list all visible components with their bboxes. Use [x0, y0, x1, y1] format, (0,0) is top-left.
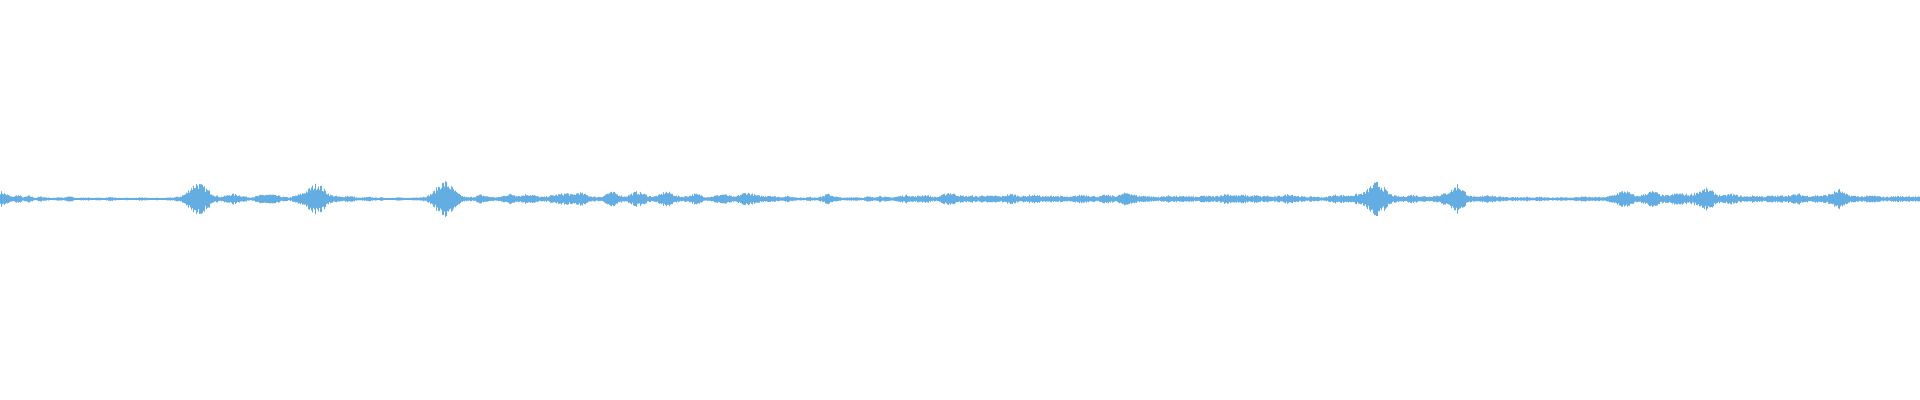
waveform-canvas[interactable] [0, 0, 1920, 400]
audio-waveform[interactable] [0, 0, 1920, 400]
